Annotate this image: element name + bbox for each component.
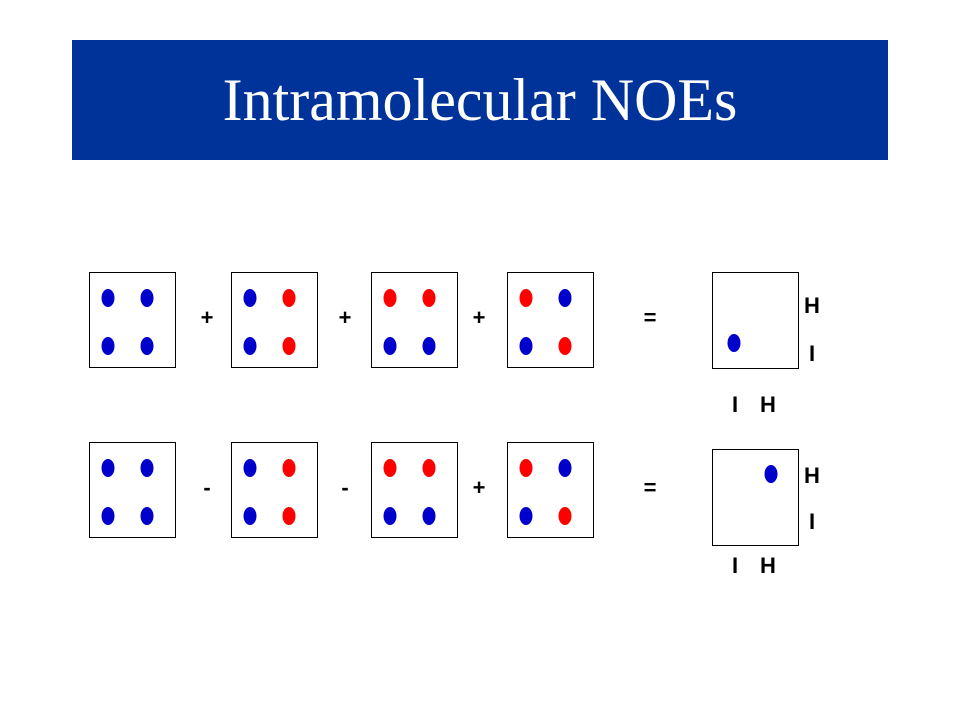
- blue-peak-dot: [727, 334, 741, 352]
- equals-operator: =: [643, 305, 657, 330]
- red-peak-dot: [282, 337, 296, 355]
- blue-peak-dot: [243, 337, 257, 355]
- plus-operator: +: [338, 305, 352, 330]
- blue-peak-dot: [422, 337, 436, 355]
- title-bar: Intramolecular NOEs: [72, 40, 888, 160]
- blue-peak-dot: [422, 507, 436, 525]
- blue-peak-dot: [101, 289, 115, 307]
- blue-peak-dot: [519, 337, 533, 355]
- blue-peak-dot: [140, 337, 154, 355]
- blue-peak-dot: [383, 507, 397, 525]
- blue-peak-dot: [558, 459, 572, 477]
- axis-label-bottom: I: [731, 553, 739, 578]
- axis-label-right: H: [804, 463, 820, 488]
- minus-operator: -: [203, 475, 211, 500]
- slide-title: Intramolecular NOEs: [222, 67, 738, 133]
- blue-peak-dot: [101, 459, 115, 477]
- red-peak-dot: [383, 289, 397, 307]
- spectrum-box: [89, 272, 176, 368]
- axis-label-bottom: I: [731, 392, 739, 417]
- blue-peak-dot: [140, 289, 154, 307]
- result-box: [712, 449, 799, 546]
- plus-operator: +: [472, 475, 486, 500]
- blue-peak-dot: [383, 337, 397, 355]
- axis-label-right: I: [808, 509, 816, 534]
- spectrum-box: [507, 272, 594, 368]
- red-peak-dot: [282, 289, 296, 307]
- blue-peak-dot: [243, 507, 257, 525]
- result-box: [712, 272, 799, 369]
- red-peak-dot: [282, 459, 296, 477]
- equals-operator: =: [643, 475, 657, 500]
- red-peak-dot: [558, 337, 572, 355]
- blue-peak-dot: [140, 459, 154, 477]
- blue-peak-dot: [558, 289, 572, 307]
- blue-peak-dot: [140, 507, 154, 525]
- axis-label-bottom: H: [760, 392, 776, 417]
- red-peak-dot: [422, 459, 436, 477]
- axis-label-bottom: H: [760, 553, 776, 578]
- blue-peak-dot: [101, 337, 115, 355]
- minus-operator: -: [341, 475, 349, 500]
- red-peak-dot: [422, 289, 436, 307]
- blue-peak-dot: [101, 507, 115, 525]
- spectrum-box: [507, 442, 594, 538]
- blue-peak-dot: [519, 507, 533, 525]
- blue-peak-dot: [243, 459, 257, 477]
- blue-peak-dot: [243, 289, 257, 307]
- spectrum-box: [371, 442, 458, 538]
- red-peak-dot: [282, 507, 296, 525]
- spectrum-box: [231, 272, 318, 368]
- red-peak-dot: [519, 459, 533, 477]
- red-peak-dot: [519, 289, 533, 307]
- axis-label-right: I: [808, 341, 816, 366]
- spectrum-box: [371, 272, 458, 368]
- spectrum-box: [231, 442, 318, 538]
- red-peak-dot: [558, 507, 572, 525]
- plus-operator: +: [472, 305, 486, 330]
- red-peak-dot: [383, 459, 397, 477]
- axis-label-right: H: [804, 293, 820, 318]
- blue-peak-dot: [764, 465, 778, 483]
- plus-operator: +: [200, 305, 214, 330]
- spectrum-box: [89, 442, 176, 538]
